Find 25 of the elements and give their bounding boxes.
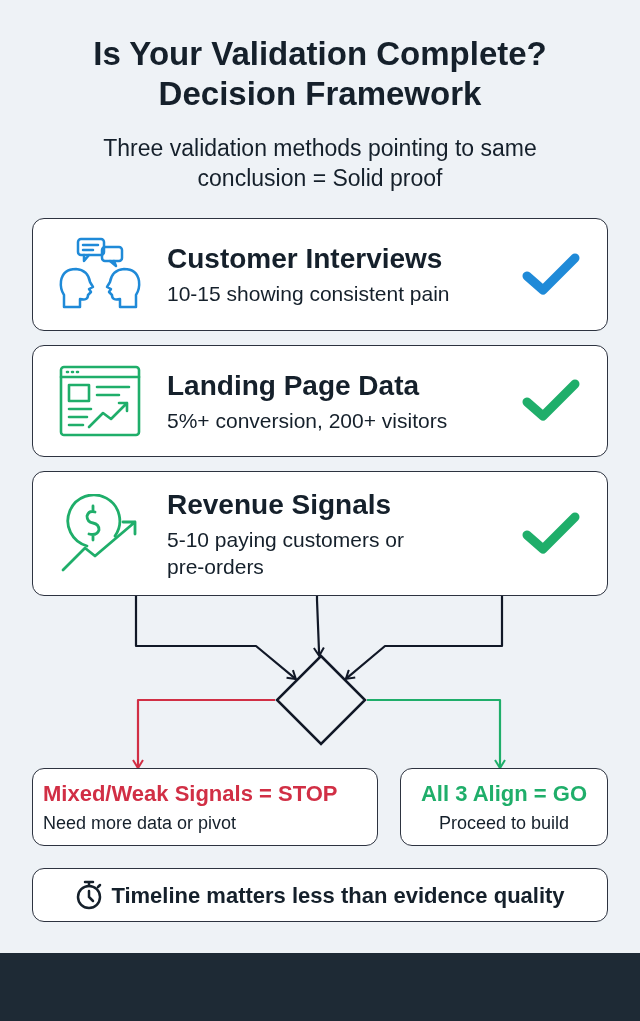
arrow — [367, 698, 506, 769]
title: Is Your Validation Complete? Decision Framework — [92, 34, 548, 114]
note-text: Timeline matters less than evidence quality — [111, 881, 565, 910]
card-title: Revenue Signals — [167, 487, 393, 522]
outcome-title: All 3 Align = GO — [420, 780, 587, 808]
method-card — [32, 471, 608, 596]
arrow — [344, 596, 504, 680]
card-description: 5%+ conversion, 200+ visitors — [167, 407, 449, 434]
card-description: 5-10 paying customers or pre-orders — [167, 526, 405, 580]
card-title: Landing Page Data — [167, 368, 421, 403]
note-box — [32, 868, 608, 922]
card-description: 10-15 showing consistent pain — [167, 281, 451, 308]
outcome-title: Mixed/Weak Signals = STOP — [43, 780, 338, 808]
arrow — [134, 596, 297, 681]
outcome-box — [32, 768, 378, 846]
method-card — [32, 345, 608, 457]
arrow — [132, 698, 275, 769]
arrow — [312, 596, 325, 657]
outcome-description: Need more data or pivot — [43, 811, 237, 834]
outcome-description: Proceed to build — [438, 811, 570, 834]
method-card — [32, 218, 608, 331]
card-title: Customer Interviews — [167, 242, 444, 277]
subtitle: Three validation methods pointing to same conclusion = Solid proof — [102, 134, 538, 193]
outcome-box — [400, 768, 608, 846]
decision-diamond — [275, 654, 367, 746]
